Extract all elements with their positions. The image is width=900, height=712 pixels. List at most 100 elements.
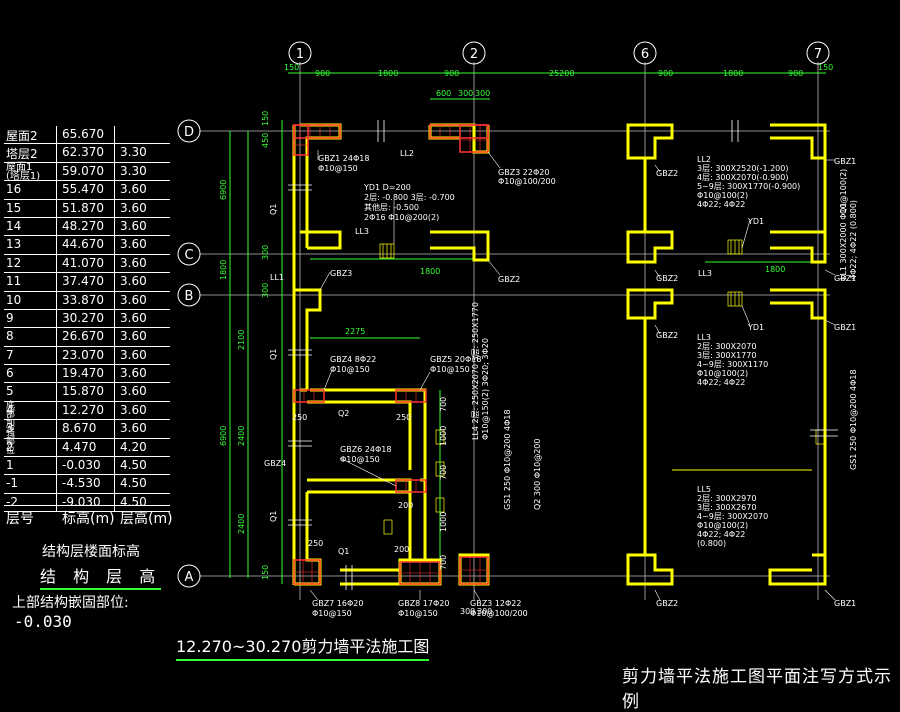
label-mid-700b: 700 — [439, 465, 448, 480]
axis-label-B: B — [185, 289, 194, 304]
label-gbz8-stirrup: Φ10@150 — [398, 609, 438, 618]
label-ll4: LL4 2层: 250X2070 3层: 250X1770 — [471, 302, 480, 440]
dim-top-900c: 900 — [658, 69, 673, 78]
walls-right — [626, 123, 827, 586]
label-gbz7: GBZ7 16Φ20 — [312, 599, 363, 608]
floor-height: 3.60 — [120, 182, 147, 197]
columns-red — [293, 124, 489, 585]
label-dim-250b: 250 — [396, 413, 411, 422]
label-yd1-elev1: 2层: -0.800 3层: -0.700 — [364, 193, 455, 202]
floor-number: 16 — [6, 182, 22, 197]
label-q1-r: Q1 — [839, 203, 848, 214]
label-yd1-r2: YD1 — [747, 323, 764, 332]
top-dimensions — [229, 72, 826, 584]
floor-elevation: 37.470 — [62, 274, 104, 289]
label-gbz2-r2: GBZ2 — [656, 274, 678, 283]
axis-bubble-C — [177, 242, 201, 266]
floor-height: 4.20 — [120, 439, 147, 454]
label-ll3: LL3 — [355, 227, 369, 236]
floor-number: 5 — [6, 384, 14, 399]
caption-structure-elevation: 结构层楼面标高 — [42, 544, 140, 560]
label-gbz1-r1: GBZ1 — [834, 157, 856, 166]
label-gbz4: GBZ4 8Φ22 — [330, 355, 376, 364]
header-floor-height: 层高(m) — [120, 511, 173, 527]
floor-height: 3.60 — [120, 200, 147, 215]
floor-elevation: -0.030 — [62, 458, 101, 473]
label-mid-1000a: 1000 — [439, 426, 448, 446]
floor-number: 屋面1 (塔层1) — [6, 161, 41, 182]
floor-elevation: 23.070 — [62, 347, 104, 362]
label-gbz5: GBZ5 20Φ18 — [430, 355, 481, 364]
floor-number: -2 — [6, 494, 18, 509]
dim-left-2100: 2100 — [237, 330, 246, 350]
label-ll5-r6: (0.800) — [697, 539, 726, 548]
label-gbz2-left: GBZ2 — [498, 275, 520, 284]
label-ll3-r3: 4~9层: 300X1170 — [697, 360, 768, 369]
label-dim-300a: 300 — [460, 607, 475, 616]
header-elevation: 标高(m) — [62, 511, 115, 527]
label-q2-vert: Q2 300 Φ10@200 — [533, 439, 542, 511]
label-dim-300b: 300 — [477, 607, 492, 616]
label-gbz3-top-stirrup: Φ10@100/200 — [498, 177, 556, 186]
plan-title: 12.270~30.270剪力墙平法施工图 — [176, 633, 430, 661]
floor-height: 3.60 — [120, 366, 147, 381]
dim-left-150: 150 — [261, 111, 270, 126]
label-gs1-r: GS1 250 Φ10@200 4Φ18 — [849, 369, 858, 470]
floor-number: 塔层2 — [6, 147, 38, 162]
dim-left-450: 450 — [261, 133, 270, 148]
label-ll2-r2: 4层: 300X2070(-0.900) — [697, 173, 788, 182]
label-ll1: LL1 — [270, 273, 284, 282]
label-ll4-rebar: Φ10@150(2) 3Φ20; 3Φ20 — [481, 338, 490, 440]
label-ll3-r2: 3层: 300X1770 — [697, 351, 756, 360]
floor-elevation: 55.470 — [62, 182, 104, 197]
dim-top-900a: 900 — [315, 69, 330, 78]
axis-label-A: A — [185, 570, 194, 585]
caption-embed-value: -0.030 — [14, 612, 72, 631]
floor-elevation: 30.270 — [62, 310, 104, 325]
label-gbz8: GBZ8 17Φ20 — [398, 599, 449, 608]
axis-label-1: 1 — [296, 47, 304, 62]
floor-table-row: 16 55.470 3.60 — [4, 181, 170, 200]
label-gbz2-r3: GBZ2 — [656, 331, 678, 340]
floor-elevation: 8.670 — [62, 421, 97, 436]
label-gbz1-r3: GBZ1 — [834, 323, 856, 332]
label-ll2: LL2 — [400, 149, 414, 158]
axis-label-C: C — [184, 248, 193, 263]
dim-left-150b: 150 — [261, 565, 270, 580]
dim-top-900d: 900 — [788, 69, 803, 78]
label-ll5-r: LL5 — [697, 485, 711, 494]
label-q1-b: Q1 — [269, 349, 278, 360]
label-ll2-r5: 4Φ22; 4Φ22 — [697, 200, 745, 209]
floor-number: 4 — [6, 402, 14, 417]
dim-mid-1800b: 1800 — [765, 265, 785, 274]
label-ll1-r: LL1 300X2000 Φ10@100(2) — [839, 169, 848, 280]
axis-bubble-2 — [462, 41, 486, 65]
label-ll5-r2: 3层: 300X2670 — [697, 503, 756, 512]
floor-elevation: -4.530 — [62, 476, 101, 491]
floor-height: 4.50 — [120, 476, 147, 491]
label-gbz2-r4: GBZ2 — [656, 599, 678, 608]
floor-number: 3 — [6, 421, 14, 436]
floor-height: 3.60 — [120, 237, 147, 252]
dim-left-300a: 300 — [261, 245, 270, 260]
label-ll1-r2: 4Φ22; 4Φ22 (0.800) — [849, 200, 858, 280]
dim-top-150b: 150 — [818, 63, 833, 72]
floor-number: 屋面2 — [6, 129, 38, 143]
label-ll3-r4: Φ10@100(2) — [697, 369, 748, 378]
floor-elevation: 51.870 — [62, 200, 104, 215]
label-yd1-elev2: 其他层: -0.500 — [364, 202, 419, 212]
embedment-zone-label: 底部加强部位 — [4, 400, 14, 454]
floor-elevation: 59.070 — [62, 163, 104, 178]
